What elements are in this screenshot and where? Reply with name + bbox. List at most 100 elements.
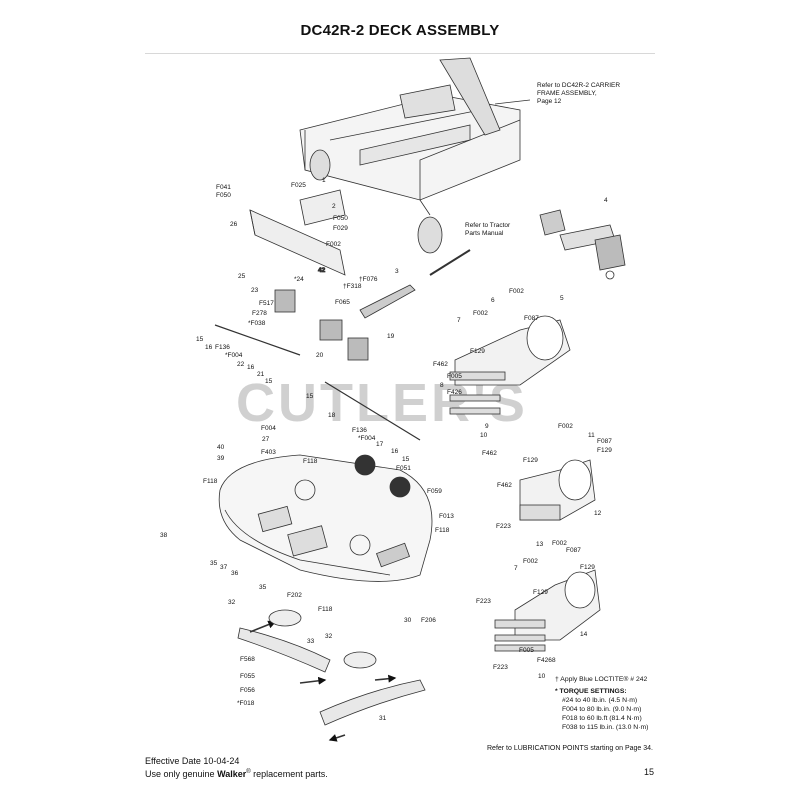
callout-f005a: F005: [447, 373, 462, 380]
driveshaft-3-drawing: [359, 249, 471, 319]
carrier-frame-drawing: [299, 57, 521, 254]
gearbox-4-drawing: [539, 209, 626, 280]
gearbox-23-drawing: [274, 289, 296, 313]
blade-31-drawing: [319, 674, 426, 742]
pulley-32-drawing: [268, 609, 302, 627]
callout-f029: F029: [333, 225, 348, 232]
gauge-wheel-17b-drawing: [389, 476, 411, 498]
callout-35a: 35: [210, 560, 218, 567]
callout-15b: 15: [265, 378, 273, 385]
gauge-wheel-17-drawing: [354, 454, 376, 476]
tractor-ref-line-2: Parts Manual: [465, 230, 504, 237]
callout-f059: F059: [427, 488, 442, 495]
callout-f050b: F050: [333, 215, 348, 222]
callout-31: 31: [379, 715, 387, 722]
callout-f004c: F004: [261, 425, 276, 432]
callout-f076: †F076: [359, 276, 378, 283]
callout-16c: 16: [391, 448, 399, 455]
callout-1: 1: [322, 177, 326, 184]
callout-16b: 16: [247, 364, 255, 371]
callout-f118a: F118: [303, 458, 318, 465]
callout-f087b: F087: [597, 438, 612, 445]
callout-8b: 8: [552, 657, 556, 664]
callout-f055: F055: [240, 673, 255, 680]
pulley-32b-drawing: [343, 651, 377, 669]
callout-f051: F051: [396, 465, 411, 472]
discharge-chute-5-drawing: [449, 315, 571, 415]
carrier-reference-note: Refer to DC42R-2 CARRIER FRAME ASSEMBLY,…: [537, 82, 620, 106]
torque-item: F018 to 60 lb.ft (81.4 N·m): [562, 715, 642, 722]
callout-f004b: *F004: [358, 435, 376, 442]
callout-f462b: F462: [482, 450, 497, 457]
callout-12: 12: [594, 510, 602, 517]
callout-f426a: F426: [447, 389, 462, 396]
callout-f056: F056: [240, 687, 255, 694]
callout-f129b: F129: [597, 447, 612, 454]
callout-f004a: *F004: [225, 352, 243, 359]
page-title: DC42R-2 DECK ASSEMBLY: [300, 22, 500, 39]
callout-24: *24: [294, 276, 304, 283]
callout-f005b: F005: [519, 647, 534, 654]
discharge-chute-12-drawing: [519, 459, 596, 521]
torque-item: F038 to 115 lb.in. (13.0 N·m): [562, 724, 649, 731]
torque-heading: * TORQUE SETTINGS:: [555, 688, 627, 695]
footer-left: Effective Date 10-04-24 Use only genuine…: [145, 756, 328, 780]
callout-26: 26: [230, 221, 238, 228]
callout-f462c: F462: [497, 482, 512, 489]
callout-f129a: F129: [470, 348, 485, 355]
callout-f568: F568: [240, 656, 255, 663]
callout-f462a: F462: [433, 361, 448, 368]
callout-f202: F202: [287, 592, 302, 599]
callout-3: 3: [395, 268, 399, 275]
callout-f318: †F318: [343, 283, 362, 290]
callout-15d: 15: [402, 456, 410, 463]
callout-40: 40: [217, 444, 225, 451]
genuine-prefix: Use only genuine: [145, 769, 218, 779]
callout-37: 37: [220, 564, 228, 571]
callout-f002e: F002: [552, 540, 567, 547]
callout-21: 21: [257, 371, 265, 378]
gearbox-20-drawing: [319, 319, 343, 341]
callout-f223a: F223: [496, 523, 511, 530]
svg-text:42: 42: [318, 267, 326, 274]
callout-f013: F013: [439, 513, 454, 520]
callout-35b: 35: [259, 584, 267, 591]
callout-f206: F206: [421, 617, 436, 624]
callout-7: 7: [457, 317, 461, 324]
effective-date: Effective Date 10-04-24: [145, 756, 240, 766]
callout-20: 20: [316, 352, 324, 359]
callout-f278: F278: [252, 310, 267, 317]
callout-11: 11: [588, 432, 595, 439]
callout-32b: 32: [325, 633, 333, 640]
callout-16a: 16: [205, 344, 213, 351]
callout-4: 4: [604, 197, 608, 204]
callout-f065: F065: [335, 299, 350, 306]
blade-33-drawing: [237, 620, 331, 685]
lubrication-note: Refer to LUBRICATION POINTS starting on …: [487, 745, 653, 752]
callout-23: 23: [251, 287, 259, 294]
torque-item: #24 to 40 lb.in. (4.5 N·m): [562, 697, 638, 704]
callout-f087a: F087: [524, 315, 539, 322]
callout-27: 27: [262, 436, 270, 443]
gearbox-19-drawing: [347, 337, 369, 361]
discharge-chute-14-drawing: [494, 569, 601, 652]
callout-f517: F517: [259, 300, 274, 307]
callout-2: 2: [332, 203, 336, 210]
carrier-ref-line-1: Refer to DC42R-2 CARRIER: [537, 82, 621, 89]
torque-legend: † Apply Blue LOCTITE® # 242 * TORQUE SET…: [555, 675, 648, 732]
loctite-note: † Apply Blue LOCTITE® # 242: [555, 676, 648, 683]
callout-f129e: F129: [533, 589, 548, 596]
callout-f002d: F002: [558, 423, 573, 430]
callout-15c: 15: [306, 393, 314, 400]
genuine-suffix: replacement parts.: [250, 769, 328, 779]
genuine-parts-note: Use only genuine Walker® replacement par…: [145, 767, 328, 780]
callout-38: 38: [160, 532, 168, 539]
deck-housing-38-drawing: [218, 454, 433, 582]
callout-f118d: F118: [318, 606, 333, 613]
callout-f136b: F136: [352, 427, 367, 434]
registered-mark: ®: [246, 769, 251, 775]
belt-cover-26-drawing: 42: [249, 189, 346, 276]
carrier-ref-line-2: FRAME ASSEMBLY,: [537, 90, 597, 97]
callout-15a: 15: [196, 336, 204, 343]
